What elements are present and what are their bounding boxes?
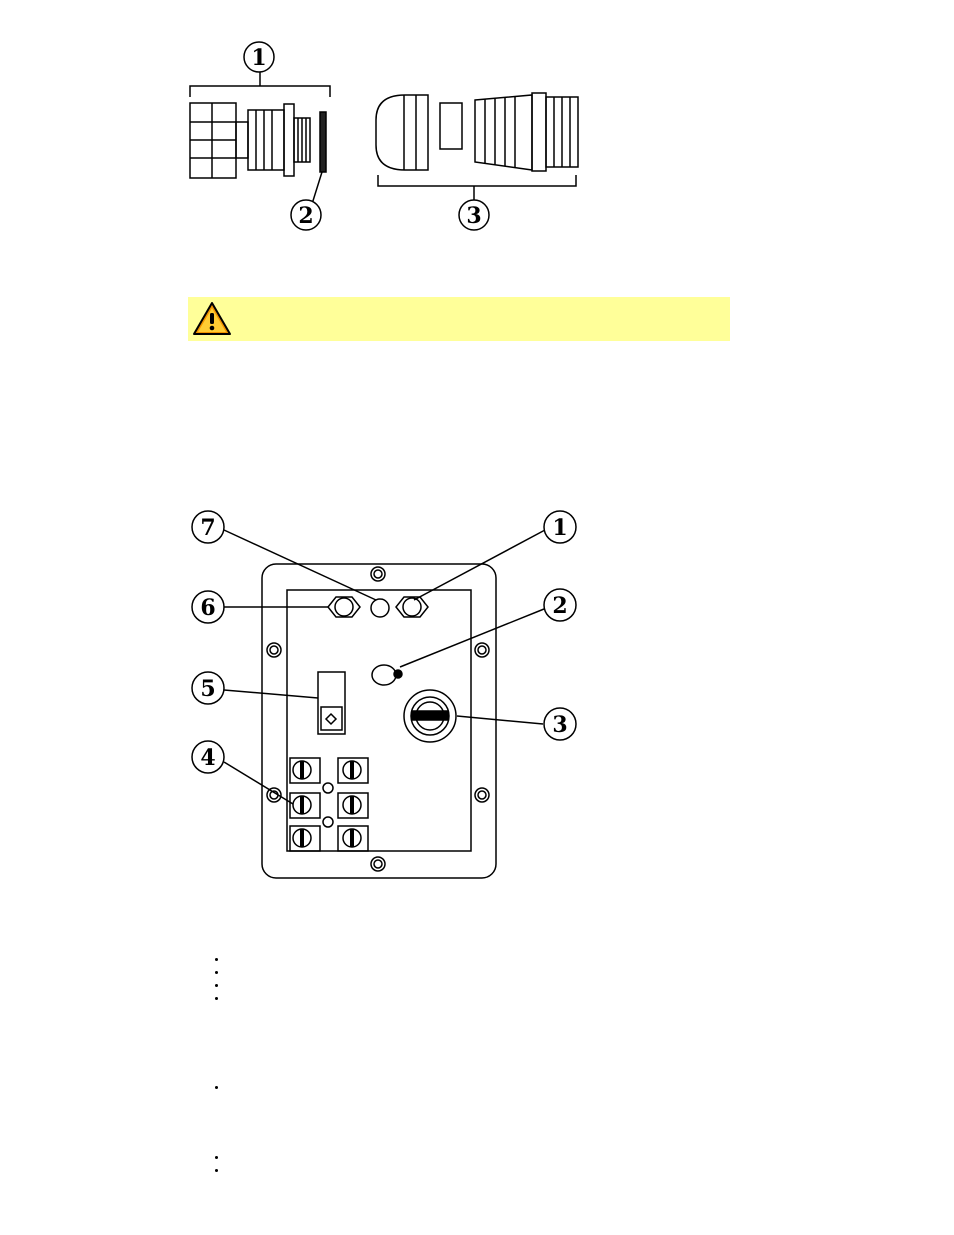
- callout-circle-6: [191, 590, 225, 624]
- rocker-switch-5: [317, 671, 346, 735]
- housing-screws: [266, 566, 490, 872]
- bullet-list-2: [213, 1082, 223, 1095]
- callout-label-1-top: 1: [251, 45, 266, 71]
- callout-circle-1: [543, 510, 577, 544]
- bullet-list-1: [213, 954, 223, 1006]
- callout-label-2-top: 2: [298, 203, 313, 229]
- control-box-figure: 1 2 3 4 5 6 7: [191, 510, 577, 879]
- list-item: [213, 1165, 223, 1178]
- callout-label-2: 2: [552, 593, 567, 619]
- plug-hole-7: [370, 598, 390, 618]
- cable-gland-6: [327, 596, 361, 618]
- callout-circle-7: [191, 510, 225, 544]
- pilot-lamp-2: [371, 664, 397, 686]
- list-item: [213, 980, 223, 993]
- callout-label-3-top: 3: [466, 203, 481, 229]
- callout-circle-5: [191, 671, 225, 705]
- warning-banner: [188, 297, 730, 341]
- callout-label-5: 5: [200, 676, 215, 702]
- warning-triangle-icon: [193, 302, 231, 335]
- cable-gland-1: [395, 596, 429, 618]
- callout-label-6: 6: [200, 595, 215, 621]
- gland-parts-figure: 1 2 3: [189, 41, 579, 231]
- callout-circle-3: [543, 707, 577, 741]
- list-item: [213, 967, 223, 980]
- bullet-list-3: [213, 1152, 223, 1178]
- callout-circle-4: [191, 740, 225, 774]
- callout-circle-3-top: [458, 199, 490, 231]
- list-item: [213, 993, 223, 1006]
- list-item: [213, 1082, 223, 1095]
- callout-circle-2: [543, 588, 577, 622]
- list-item: [213, 1152, 223, 1165]
- inner-panel: [286, 589, 472, 852]
- callout-circle-1-top: [243, 41, 275, 73]
- callout-circle-2-top: [290, 199, 322, 231]
- callout-label-7: 7: [200, 515, 215, 541]
- terminal-block-4: [289, 757, 369, 852]
- callout-label-3: 3: [552, 712, 567, 738]
- housing-outline: [261, 563, 497, 879]
- callout-label-4: 4: [200, 745, 215, 771]
- callout-label-1: 1: [552, 515, 567, 541]
- list-item: [213, 954, 223, 967]
- selector-knob-3: [403, 689, 457, 743]
